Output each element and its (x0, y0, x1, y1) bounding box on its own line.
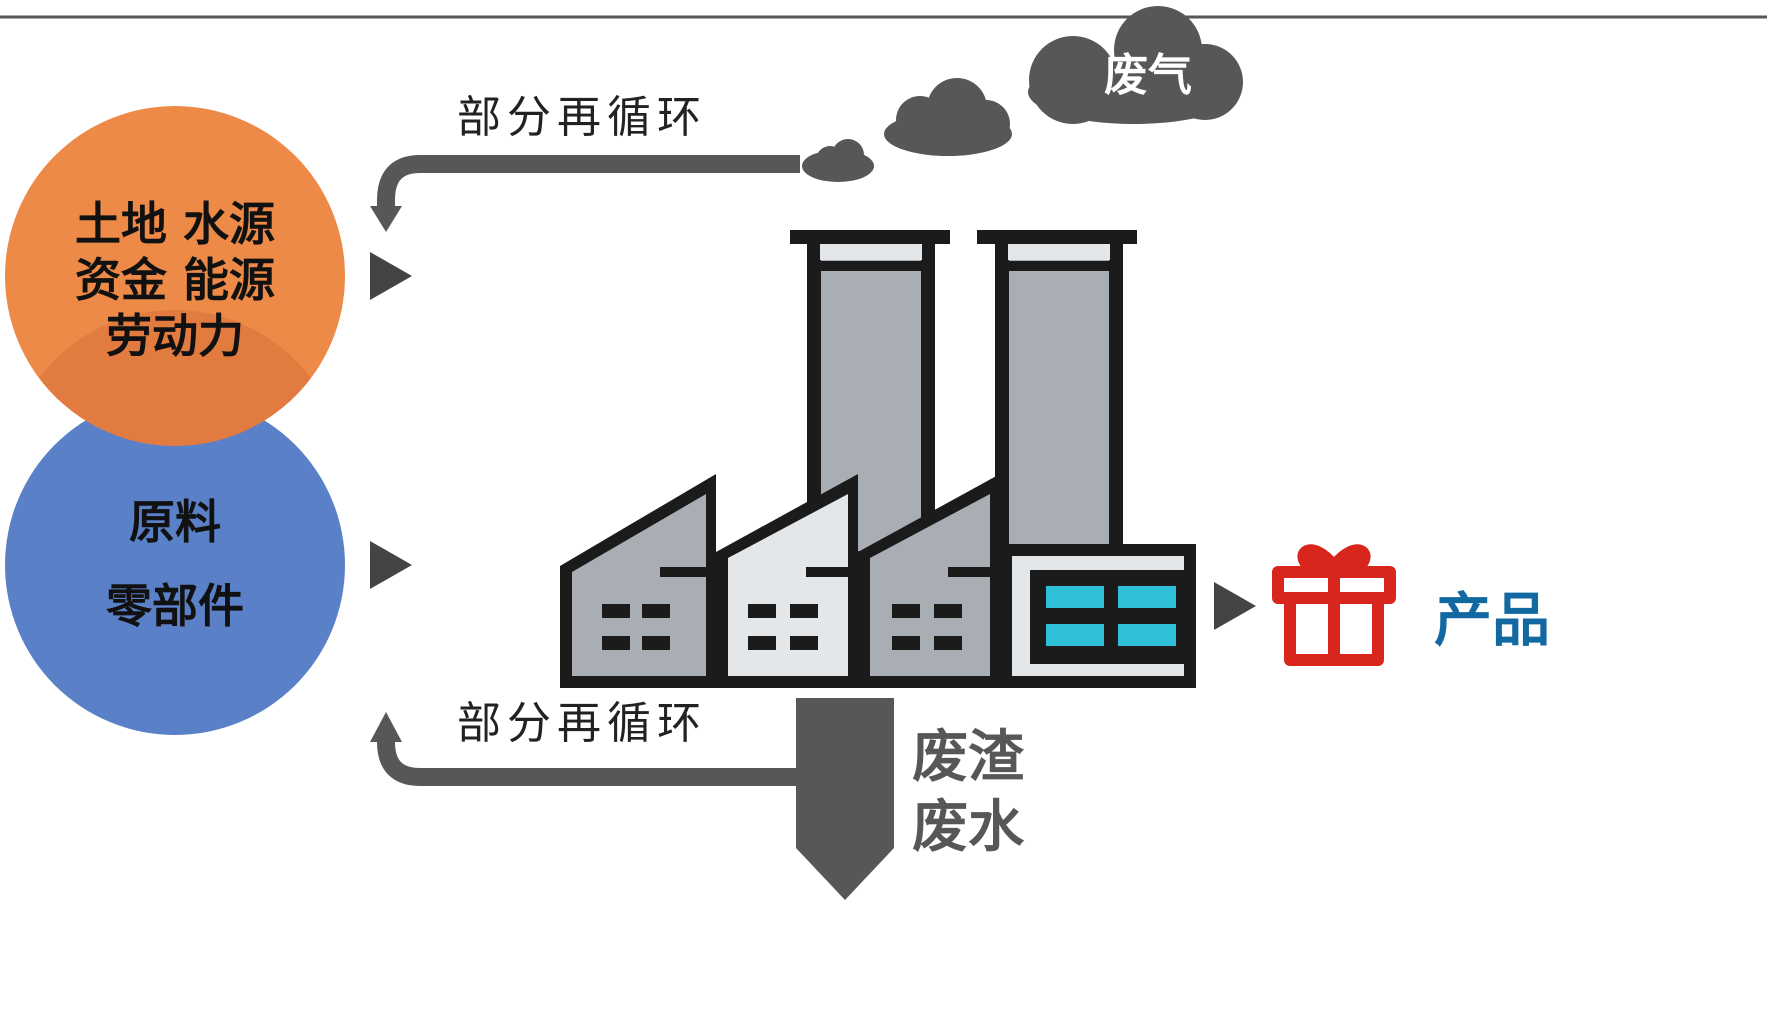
cloud-icon (1028, 6, 1243, 124)
top-recycle-arrow-head (370, 206, 402, 232)
top-recycle-label: 部分再循环 (457, 92, 707, 143)
resources-label-1: 土地 水源 (75, 197, 275, 251)
cloud-icon (884, 78, 1012, 156)
product-arrow-head (1214, 582, 1256, 630)
bottom-recycle-arrow (377, 738, 796, 786)
materials-arrow-head (370, 541, 412, 589)
materials-label-1: 原料 (129, 495, 221, 549)
product-label: 产品 (1434, 586, 1550, 654)
waste-slag-label: 废渣 (912, 725, 1025, 790)
waste-water-label: 废水 (912, 795, 1025, 860)
exhaust-gas-label: 废气 (1104, 50, 1192, 101)
cloud-icon (802, 139, 874, 182)
resources-arrow-head (370, 252, 412, 300)
gift-icon (1272, 544, 1396, 666)
resources-label-3: 劳动力 (106, 309, 244, 363)
materials-circle (5, 395, 345, 735)
waste-output-shaft (796, 698, 894, 848)
waste-output-arrow-head (796, 848, 894, 900)
resources-label-2: 资金 能源 (75, 253, 275, 307)
circle-overlap (39, 309, 311, 446)
materials-label-2: 零部件 (106, 579, 244, 633)
top-recycle-arrow (377, 155, 800, 210)
bottom-recycle-label: 部分再循环 (457, 698, 707, 749)
bottom-recycle-arrow-head (370, 712, 402, 742)
factory-icon (560, 230, 1196, 688)
